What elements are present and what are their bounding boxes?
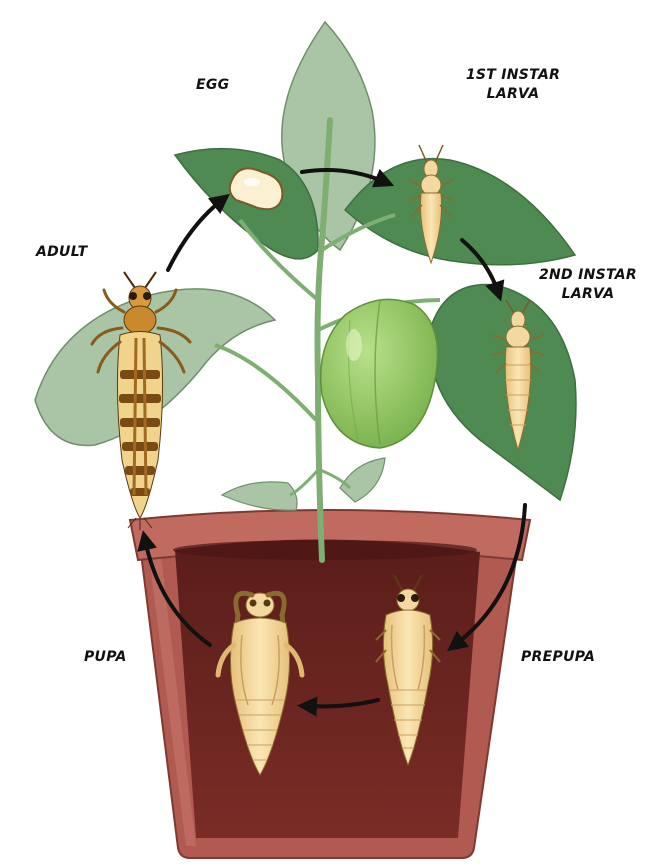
label-pupa: PUPA xyxy=(84,648,127,667)
label-second-instar-line1: 2ND INSTAR xyxy=(533,266,643,285)
soil xyxy=(175,539,480,838)
leaf-second-instar xyxy=(430,285,576,500)
flower-pot xyxy=(130,510,530,858)
label-first-instar-larva: 1ST INSTAR LARVA xyxy=(458,66,568,104)
label-adult: ADULT xyxy=(36,243,87,262)
label-second-instar-line2: LARVA xyxy=(533,285,643,304)
arrow-adult-to-egg xyxy=(168,200,222,270)
label-prepupa: PREPUPA xyxy=(521,648,595,667)
label-first-instar-line2: LARVA xyxy=(458,85,568,104)
label-second-instar-larva: 2ND INSTAR LARVA xyxy=(533,266,643,304)
label-egg: EGG xyxy=(196,76,229,95)
leaf-first-instar xyxy=(345,159,575,265)
fruit xyxy=(321,299,438,448)
label-first-instar-line1: 1ST INSTAR xyxy=(458,66,568,85)
